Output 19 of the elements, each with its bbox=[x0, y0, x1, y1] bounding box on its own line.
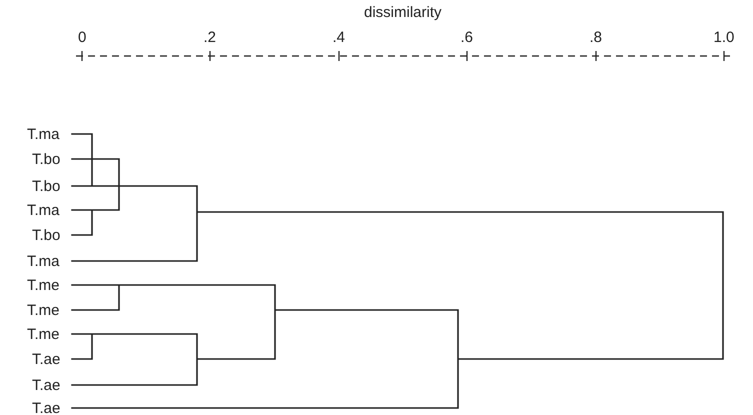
leaf-label: T.me bbox=[27, 302, 60, 319]
leaf-label: T.ma bbox=[27, 202, 60, 219]
tick-label: .2 bbox=[204, 29, 216, 46]
tick-label: 1.0 bbox=[714, 29, 734, 46]
leaf-label: T.bo bbox=[32, 227, 60, 244]
leaf-label: T.ma bbox=[27, 253, 60, 270]
leaf-label: T.bo bbox=[32, 151, 60, 168]
leaf-label: T.ae bbox=[32, 377, 60, 394]
tick-label: .6 bbox=[460, 29, 474, 46]
tick-label: .8 bbox=[590, 29, 602, 46]
axis-title: dissimilarity bbox=[364, 4, 442, 21]
leaf-label: T.ma bbox=[27, 126, 60, 143]
leaf-label: T.me bbox=[27, 326, 60, 343]
leaf-label: T.ae bbox=[32, 351, 60, 368]
tick-label: 0 bbox=[78, 29, 86, 46]
leaf-label: T.me bbox=[27, 277, 60, 294]
tick-label: .4 bbox=[332, 29, 346, 46]
leaf-label: T.bo bbox=[32, 178, 60, 195]
leaf-label: T.ae bbox=[32, 400, 60, 415]
